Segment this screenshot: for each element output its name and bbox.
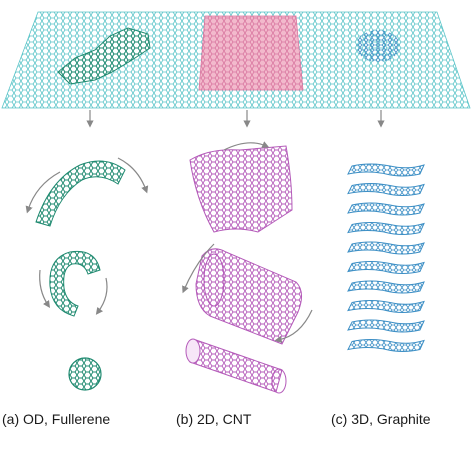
graphite-layer xyxy=(347,222,425,235)
fullerene-strip xyxy=(35,160,126,227)
graphite-layer xyxy=(347,163,425,177)
cnt-curling-sheet xyxy=(189,145,293,233)
down-arrow-icon xyxy=(86,110,385,128)
graphite-stack xyxy=(347,163,425,352)
caption-graphite: (c) 3D, Graphite xyxy=(331,411,431,427)
graphite-layer xyxy=(347,280,425,294)
graphite-layer xyxy=(347,241,425,255)
caption-fullerene: (a) OD, Fullerene xyxy=(2,411,111,427)
curved-arrow-icon xyxy=(25,157,149,315)
graphite-layer xyxy=(347,261,425,274)
fullerene-ball xyxy=(68,357,102,391)
graphite-layer xyxy=(347,300,425,313)
fullerene-region xyxy=(57,27,151,85)
graphite-layer xyxy=(347,202,425,216)
cnt-region xyxy=(198,15,304,91)
graphite-layer xyxy=(347,339,425,352)
graphite-region xyxy=(356,30,400,62)
cnt-half-tube xyxy=(195,248,302,345)
graphene-sheet xyxy=(1,11,471,109)
caption-cnt: (b) 2D, CNT xyxy=(176,411,252,427)
graphite-layer xyxy=(347,319,425,333)
cnt-structures xyxy=(185,145,302,394)
fullerene-structures xyxy=(35,160,126,391)
cnt-full-tube xyxy=(189,339,283,393)
fullerene-partial-cage xyxy=(49,250,101,317)
graphite-layer xyxy=(347,183,425,196)
curved-arrow-icon xyxy=(182,141,313,343)
